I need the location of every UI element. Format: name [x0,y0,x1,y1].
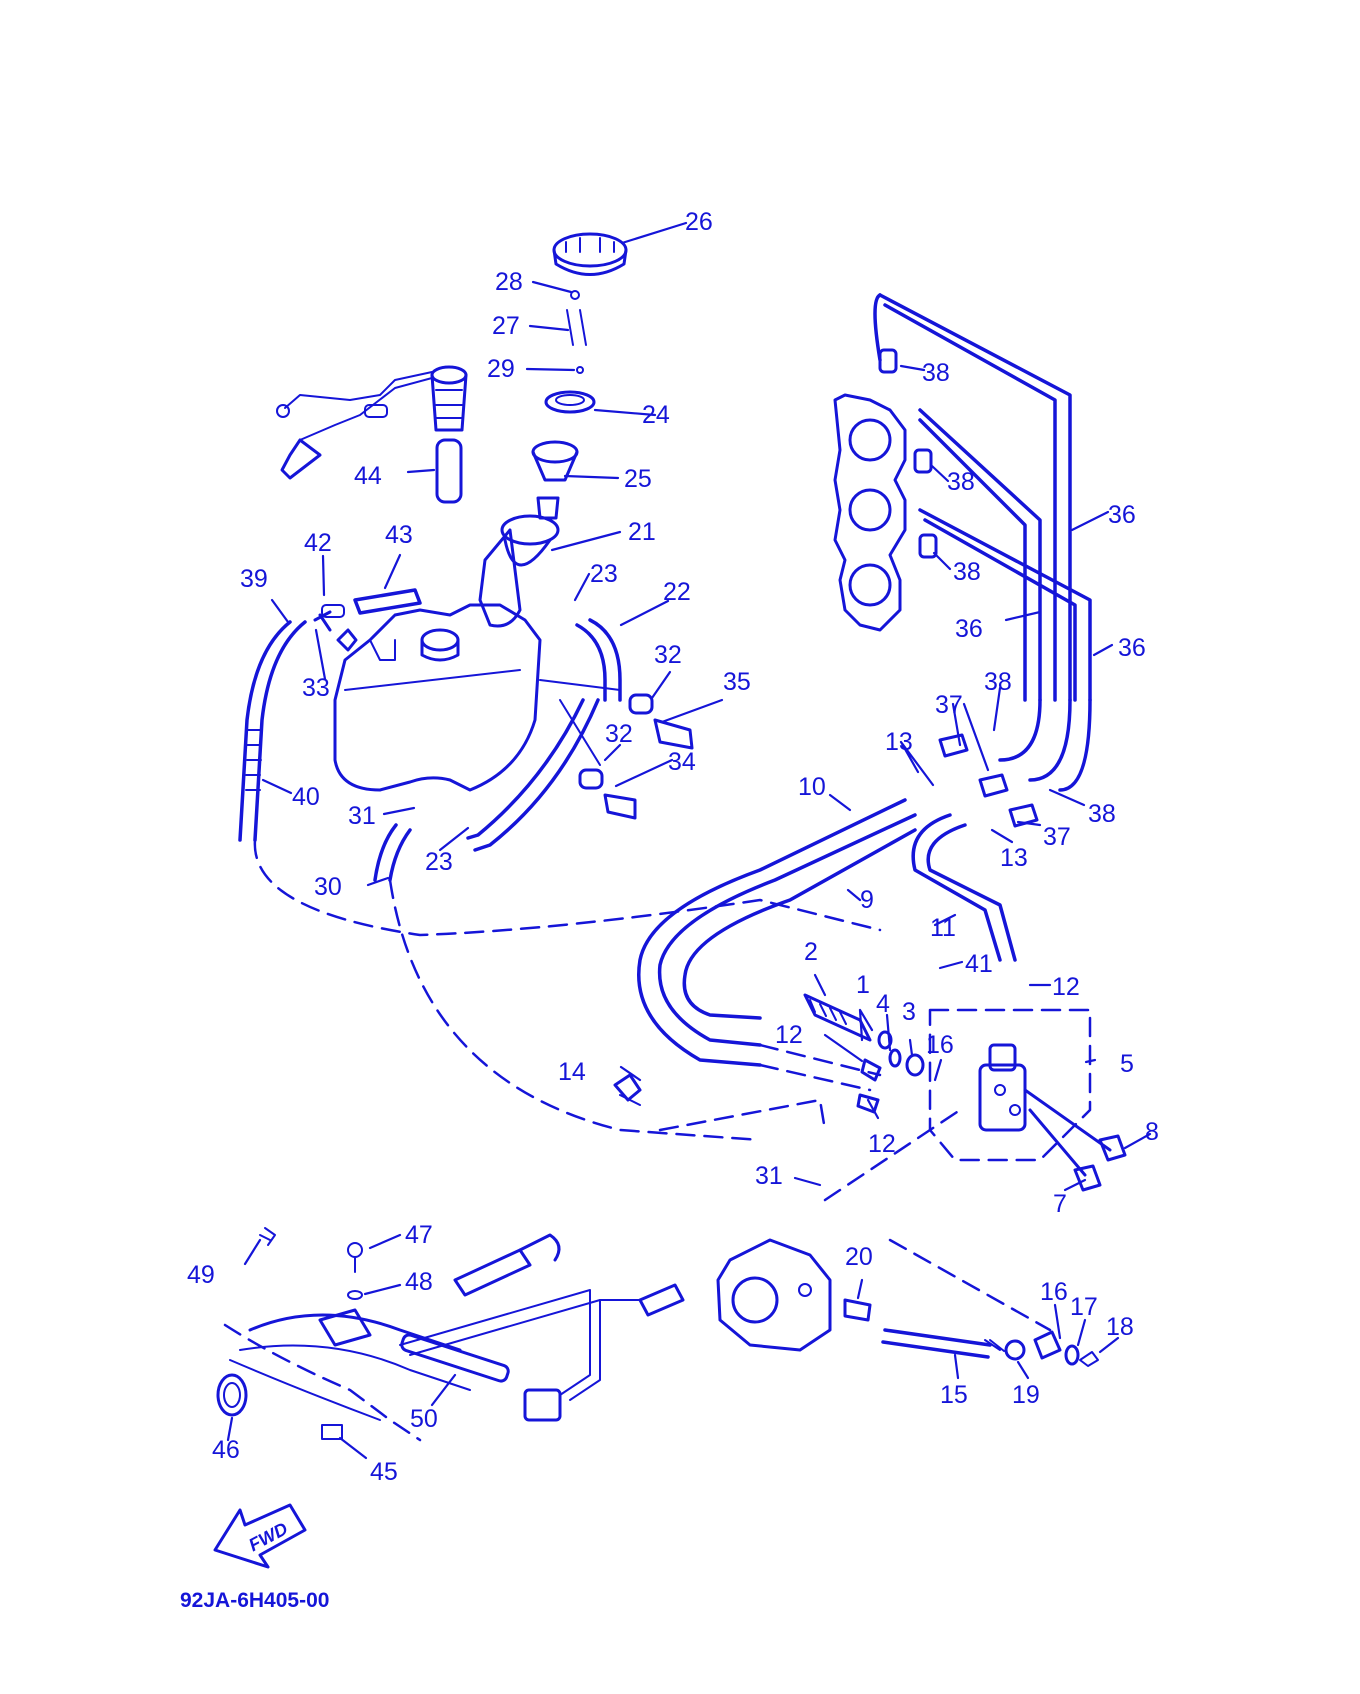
callout-labels: 26 28 27 29 24 25 44 21 42 43 39 23 22 3… [187,208,1159,1486]
callout-23-lower: 23 [425,848,453,876]
callout-7: 7 [1053,1190,1067,1218]
callout-31-upper: 31 [348,802,376,830]
callout-40: 40 [292,783,320,811]
callout-20: 20 [845,1243,873,1271]
callout-25: 25 [624,465,652,493]
oil-pump [928,1008,1127,1192]
callout-48: 48 [405,1268,433,1296]
check-valves [878,348,1039,828]
callout-23-upper: 23 [590,560,618,588]
diagram-code: 92JA-6H405-00 [180,1589,329,1612]
callout-38-a: 38 [922,359,950,387]
callout-16-lower: 16 [1040,1278,1068,1306]
callout-2: 2 [804,938,818,966]
hose-fittings-left [313,588,422,652]
callout-32-upper: 32 [654,641,682,669]
callout-12-left: 12 [775,1021,803,1049]
callout-30: 30 [314,873,342,901]
strainer [531,440,579,520]
callout-42: 42 [304,529,332,557]
callout-12-lower: 12 [868,1130,896,1158]
callout-24: 24 [642,401,670,429]
callout-45: 45 [370,1458,398,1486]
callout-11: 11 [930,914,956,942]
callout-5: 5 [1120,1050,1134,1078]
callout-38-b: 38 [947,468,975,496]
callout-8: 8 [1145,1118,1159,1146]
oil-hose-15 [881,1328,1005,1359]
intake-manifold [833,393,907,632]
callout-19: 19 [1012,1381,1040,1409]
fwd-arrow-icon: FWD [213,1503,307,1569]
callout-13-upper: 13 [885,728,913,756]
cap-chain [566,290,587,374]
callout-31-lower: 31 [755,1162,783,1190]
oil-tank [333,603,542,792]
callout-49: 49 [187,1261,215,1289]
callout-16-upper: 16 [926,1031,954,1059]
callout-18: 18 [1106,1313,1134,1341]
callout-36-a: 36 [1108,501,1136,529]
pump-drive-gear [803,993,925,1114]
callout-26: 26 [685,208,713,236]
clip-14 [613,1073,642,1106]
tank-hoses [238,618,622,882]
callout-43: 43 [385,521,413,549]
callout-38-d: 38 [984,668,1012,696]
callout-37-upper: 37 [935,691,963,719]
callout-3: 3 [902,998,916,1026]
callout-44: 44 [354,462,382,490]
callout-14: 14 [558,1058,586,1086]
callout-1: 1 [856,971,870,999]
bottom-cowling-edge [216,1227,422,1442]
callout-21: 21 [628,518,656,546]
callout-34: 34 [668,748,696,776]
callout-32-lower: 32 [605,720,633,748]
callout-38-c: 38 [953,558,981,586]
filler-neck [478,514,560,628]
carburetor [716,1238,872,1352]
callout-17: 17 [1070,1293,1098,1321]
callout-33: 33 [302,674,330,702]
callout-47: 47 [405,1221,433,1249]
oil-warning-harness [239,1233,685,1422]
callout-36-c: 36 [1118,634,1146,662]
callout-10: 10 [798,773,826,801]
callout-41: 41 [965,950,993,978]
callout-46: 46 [212,1436,240,1464]
callout-27: 27 [492,312,520,340]
callout-29: 29 [487,355,515,383]
dashed-hose-paths [253,838,1052,1332]
callout-22: 22 [663,578,691,606]
filler-cap [552,232,628,276]
pulser-hoses [873,293,1092,792]
callout-35: 35 [723,668,751,696]
callout-38-e: 38 [1088,800,1116,828]
strainer-ring [544,390,596,414]
callout-36-b: 36 [955,615,983,643]
callout-37-lower: 37 [1043,823,1071,851]
callout-50: 50 [410,1405,438,1433]
callout-15: 15 [940,1381,968,1409]
oil-delivery-lines [637,798,1017,1092]
callout-9: 9 [860,886,874,914]
joint-fittings [1004,1330,1099,1367]
callout-28: 28 [495,268,523,296]
leader-lines [226,221,1152,1460]
tank-bolts [539,679,694,820]
oil-level-sensor [276,365,468,504]
callout-4: 4 [876,990,890,1018]
callout-12-upper: 12 [1052,973,1080,1001]
callout-39: 39 [240,565,268,593]
callout-13-lower: 13 [1000,844,1028,872]
